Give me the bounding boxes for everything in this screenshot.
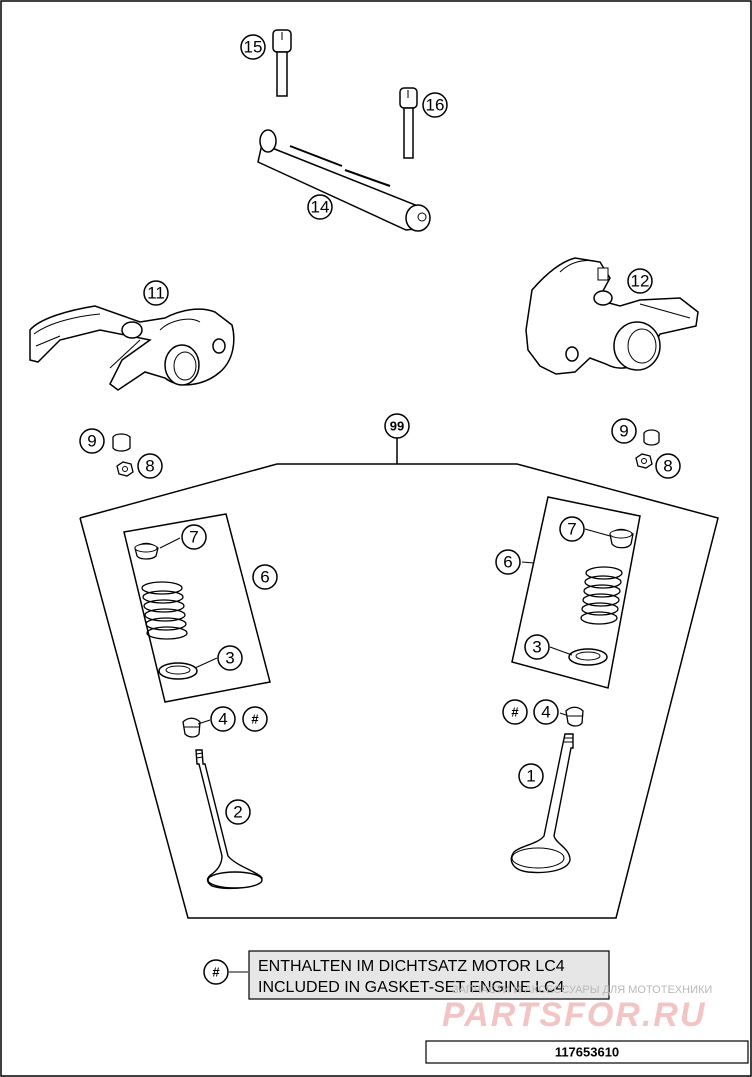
callout-8-right: 8 [655, 453, 681, 479]
svg-text:14: 14 [311, 198, 330, 217]
svg-text:9: 9 [87, 432, 96, 451]
callout-hash-left: # [242, 706, 268, 732]
callout-7-left: 7 [181, 524, 207, 550]
diagram-id: 117653610 [555, 1045, 619, 1060]
bolt-16 [399, 87, 418, 159]
nut-8-left [116, 461, 134, 477]
svg-text:4: 4 [218, 710, 227, 729]
callout-14: 14 [307, 194, 333, 220]
callout-3-right: 3 [524, 634, 550, 660]
callout-1: 1 [518, 763, 544, 789]
svg-text:2: 2 [233, 803, 242, 822]
callout-4-left: 4 [210, 706, 236, 732]
svg-text:3: 3 [532, 638, 541, 657]
callout-99: 99 [384, 413, 410, 439]
svg-text:#: # [251, 712, 259, 727]
svg-text:8: 8 [663, 457, 672, 476]
callout-hash-right: # [502, 699, 528, 725]
callout-3-left: 3 [217, 645, 243, 671]
watermark: ЗАПЧАСТИ И АКСЕССУАРЫ ДЛЯ МОТОТЕХНИКИ PA… [442, 984, 712, 1034]
spring-kit-6-right [511, 496, 641, 689]
svg-text:15: 15 [244, 38, 263, 57]
svg-text:11: 11 [147, 284, 165, 303]
valve-seal-4-left [182, 717, 201, 738]
svg-text:6: 6 [260, 568, 269, 587]
intake-valve-1 [510, 733, 574, 874]
callout-7-right: 7 [559, 516, 585, 542]
leader-lines [159, 528, 611, 973]
rocker-shaft-14 [257, 129, 431, 232]
callout-9-left: 9 [79, 428, 105, 454]
svg-text:#: # [212, 965, 220, 980]
svg-text:12: 12 [631, 272, 650, 291]
callout-4-right: 4 [533, 699, 559, 725]
svg-text:3: 3 [225, 649, 234, 668]
svg-text:1: 1 [526, 767, 535, 786]
svg-text:8: 8 [145, 457, 154, 476]
note-box: ENTHALTEN IM DICHTSATZ MOTOR LC4 INCLUDE… [248, 950, 610, 1000]
watermark-logo: PARTSFOR.RU [442, 996, 706, 1034]
bolt-15 [272, 29, 292, 97]
valve-seal-4-right [565, 706, 584, 727]
spring-kit-6-left [123, 513, 271, 703]
svg-text:#: # [511, 705, 519, 720]
svg-text:99: 99 [390, 419, 404, 434]
nut-8-right [635, 453, 653, 469]
note-line-1: ENTHALTEN IM DICHTSATZ MOTOR LC4 [258, 958, 565, 975]
set-outline-99 [79, 438, 719, 919]
callout-16: 16 [422, 92, 448, 118]
callout-15: 15 [240, 34, 266, 60]
svg-text:7: 7 [189, 528, 198, 547]
callout-12: 12 [627, 268, 653, 294]
exhaust-valve-2 [195, 749, 263, 890]
callout-11: 11 [143, 280, 169, 306]
callout-6-left: 6 [252, 564, 278, 590]
svg-text:4: 4 [541, 703, 550, 722]
callout-6-right: 6 [495, 549, 521, 575]
rocker-arm-11 [29, 305, 235, 391]
svg-text:7: 7 [567, 520, 576, 539]
valve-cap-9-left [112, 433, 131, 452]
callouts: 15 16 14 11 12 99 9 8 9 8 7 6 3 7 6 3 4 … [79, 34, 681, 985]
callout-hash-note: # [203, 959, 229, 985]
svg-text:9: 9 [619, 422, 628, 441]
callout-9-right: 9 [611, 418, 637, 444]
watermark-tagline: ЗАПЧАСТИ И АКСЕССУАРЫ ДЛЯ МОТОТЕХНИКИ [452, 984, 712, 996]
svg-text:16: 16 [426, 96, 445, 115]
rocker-arm-12 [525, 257, 699, 375]
callout-2: 2 [225, 799, 251, 825]
svg-text:6: 6 [503, 553, 512, 572]
note-line-2: INCLUDED IN GASKET-SET ENGINE LC4 [258, 979, 565, 996]
callout-8-left: 8 [137, 453, 163, 479]
footer-id-box: 117653610 [425, 1040, 749, 1064]
valve-cap-9-right [643, 429, 660, 446]
